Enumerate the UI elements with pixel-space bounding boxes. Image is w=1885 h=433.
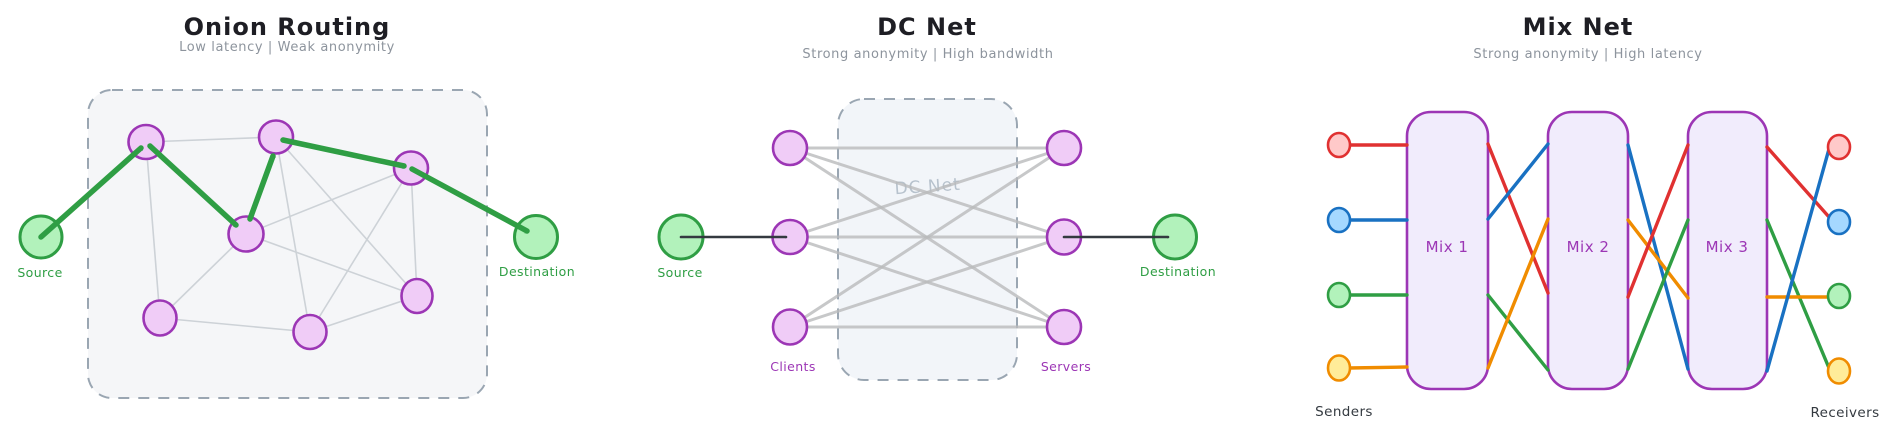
onion-relay-node xyxy=(142,299,178,337)
mix2-label: Mix 2 xyxy=(1567,238,1610,256)
mesh-edge xyxy=(275,136,418,297)
flow-orange xyxy=(1626,218,1690,300)
flow-green xyxy=(1486,293,1550,372)
onion-route-path xyxy=(38,137,530,240)
receiver-red-node xyxy=(1826,133,1852,161)
receiver-blue-node xyxy=(1826,208,1852,236)
mix1-box xyxy=(1405,110,1490,391)
mix3-label: Mix 3 xyxy=(1706,238,1749,256)
sender-red-node xyxy=(1326,131,1352,159)
dcnet-source-label: Source xyxy=(657,265,702,280)
route-segment xyxy=(38,145,144,240)
mixnet-senders-label: Senders xyxy=(1315,404,1373,420)
dcnet-server-node xyxy=(1045,308,1083,346)
sender-green-node xyxy=(1326,281,1352,309)
dcnet-destination-label: Destination xyxy=(1140,264,1216,279)
sender-blue-node xyxy=(1326,206,1352,234)
mesh-edge xyxy=(275,136,311,333)
onion-subtitle: Low latency | Weak anonymity xyxy=(179,40,395,55)
mix1-label: Mix 1 xyxy=(1426,238,1469,256)
mesh-edge xyxy=(309,295,418,333)
mixnet-receivers-label: Receivers xyxy=(1810,405,1879,421)
route-segment xyxy=(247,153,273,222)
dcnet-clients xyxy=(771,129,809,346)
flow-blue xyxy=(1486,142,1550,221)
receiver-green-node xyxy=(1826,282,1852,310)
dcnet-link xyxy=(788,146,1066,329)
onion-relay-node xyxy=(400,277,434,315)
flow-red xyxy=(1626,143,1690,299)
mesh-edge xyxy=(245,167,412,235)
mixnet-title: Mix Net xyxy=(1523,13,1634,41)
onion-title: Onion Routing xyxy=(184,13,391,41)
mix-boxes: Mix 1 Mix 2 Mix 3 xyxy=(1405,110,1769,391)
dcnet-watermark: DC Net xyxy=(894,175,961,200)
flow-red xyxy=(1765,145,1831,219)
onion-destination-node xyxy=(513,214,559,260)
mesh-edge xyxy=(410,167,418,297)
flow-blue xyxy=(1765,147,1831,373)
mesh-edge xyxy=(159,233,247,319)
receiver-yellow-node xyxy=(1826,357,1852,385)
dcnet-servers xyxy=(1045,129,1083,346)
dcnet-link xyxy=(788,235,1066,329)
mesh-edge xyxy=(145,136,277,143)
sender-yellow-node xyxy=(1326,354,1352,382)
dcnet-clients-label: Clients xyxy=(770,359,816,374)
onion-mesh-edges xyxy=(145,136,418,333)
dcnet-client-node xyxy=(771,308,809,346)
mix2-box xyxy=(1546,110,1630,391)
onion-relay-node xyxy=(257,119,295,155)
mixnet-receivers xyxy=(1826,133,1852,385)
flow-green xyxy=(1626,218,1690,371)
dcnet-link xyxy=(788,146,1066,239)
onion-destination-label: Destination xyxy=(499,264,575,279)
route-segment xyxy=(147,143,239,228)
panel-mix-net: Mix Net Strong anonymity | High latency … xyxy=(1315,13,1879,421)
mesh-edge xyxy=(159,317,311,333)
mixnet-subtitle: Strong anonymity | High latency xyxy=(1473,47,1702,62)
onion-relay-node xyxy=(292,313,328,351)
mesh-edge xyxy=(145,141,161,319)
dcnet-title: DC Net xyxy=(877,13,977,41)
dcnet-mesh xyxy=(788,146,1066,329)
route-segment xyxy=(280,137,407,166)
flow-orange xyxy=(1347,365,1409,370)
route-segment xyxy=(409,166,530,231)
mesh-edge xyxy=(309,167,412,333)
mesh-edge xyxy=(245,233,418,297)
dcnet-client-node xyxy=(771,129,809,167)
mixnet-flow-lines xyxy=(1347,142,1831,373)
mix3-box xyxy=(1686,110,1769,391)
panel-dc-net: DC Net Strong anonymity | High bandwidth… xyxy=(657,13,1216,381)
flow-green xyxy=(1765,218,1831,370)
mixnet-senders xyxy=(1326,131,1352,382)
dcnet-servers-label: Servers xyxy=(1041,359,1091,374)
dcnet-server-node xyxy=(1045,129,1083,167)
onion-source-label: Source xyxy=(17,265,62,280)
flow-orange xyxy=(1486,217,1550,370)
flow-red xyxy=(1486,142,1550,295)
dcnet-subtitle: Strong anonymity | High bandwidth xyxy=(802,47,1053,62)
panel-onion-routing: Onion Routing Low latency | Weak anonymi… xyxy=(17,13,575,399)
